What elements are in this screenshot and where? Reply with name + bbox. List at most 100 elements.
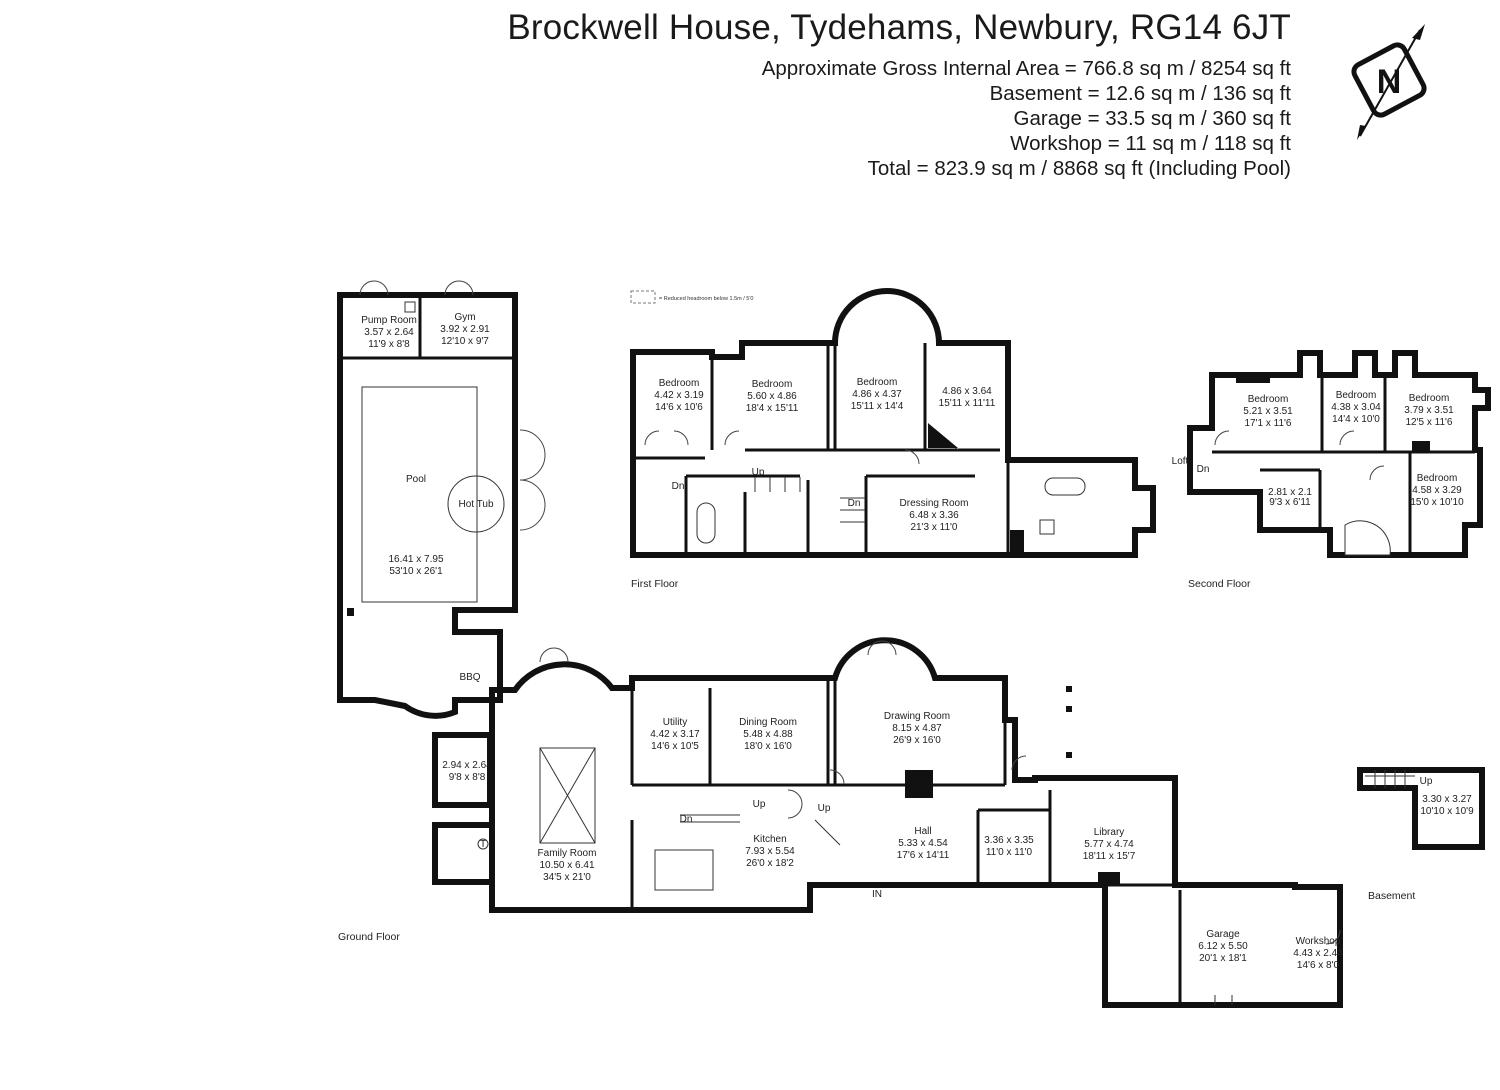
f2-dn-mark: Dn xyxy=(1197,464,1210,475)
gf-up-mark-2: Up xyxy=(818,803,831,814)
svg-text:14'4 x 10'0: 14'4 x 10'0 xyxy=(1332,414,1380,425)
pool-name: Pool xyxy=(406,474,426,485)
f2-bedroom-3-imperial: 12'5 x 11'6 xyxy=(1405,417,1452,428)
kitchen-metric: 7.93 x 5.54 xyxy=(745,846,795,857)
svg-text:16.41 x 7.95: 16.41 x 7.95 xyxy=(388,554,443,565)
f1-bedroom-2-imperial: 18'4 x 15'11 xyxy=(746,403,799,414)
svg-text:Bedroom: Bedroom xyxy=(1248,394,1289,405)
svg-text:Bedroom: Bedroom xyxy=(857,377,898,388)
svg-text:5.33 x 4.54: 5.33 x 4.54 xyxy=(898,838,948,849)
drawing-room-imperial: 26'9 x 16'0 xyxy=(893,735,941,746)
svg-text:8.15 x 4.87: 8.15 x 4.87 xyxy=(892,723,942,734)
f2-bedroom-3-metric: 3.79 x 3.51 xyxy=(1404,405,1454,416)
second-floor-label: Second Floor xyxy=(1188,578,1251,590)
f1-bedroom-3-imperial: 15'11 x 14'4 xyxy=(851,401,904,412)
svg-text:18'4 x 15'11: 18'4 x 15'11 xyxy=(746,403,799,414)
svg-text:10.50 x 6.41: 10.50 x 6.41 xyxy=(539,860,594,871)
first-floor-label: First Floor xyxy=(631,578,679,590)
f1-bedroom-1-metric: 4.42 x 3.19 xyxy=(654,390,704,401)
f2-bedroom-1-metric: 5.21 x 3.51 xyxy=(1243,406,1293,417)
svg-text:14'6 x 10'6: 14'6 x 10'6 xyxy=(655,402,703,413)
gf-up-mark-1: Up xyxy=(753,799,766,810)
svg-text:Garage: Garage xyxy=(1206,929,1240,940)
svg-text:10'10 x 10'9: 10'10 x 10'9 xyxy=(1420,806,1474,817)
f2-bedroom-1-name: Bedroom xyxy=(1248,394,1289,405)
svg-text:5.48 x 4.88: 5.48 x 4.88 xyxy=(743,729,793,740)
library-imperial: 18'11 x 15'7 xyxy=(1083,851,1136,862)
gym-metric: 3.92 x 2.91 xyxy=(440,324,490,335)
ground-floor-label: Ground Floor xyxy=(338,931,400,943)
garage-imperial: 20'1 x 18'1 xyxy=(1199,953,1247,964)
svg-text:3.79 x 3.51: 3.79 x 3.51 xyxy=(1404,405,1454,416)
workshop-metric: 4.43 x 2.44 xyxy=(1293,948,1343,959)
svg-text:34'5 x 21'0: 34'5 x 21'0 xyxy=(543,872,591,883)
small-room-metric: 2.94 x 2.64 xyxy=(442,760,492,771)
headroom-legend: = Reduced headroom below 1.5m / 5'0 xyxy=(630,290,753,304)
svg-text:3.36 x 3.35: 3.36 x 3.35 xyxy=(984,835,1034,846)
dining-room-imperial: 18'0 x 16'0 xyxy=(744,741,792,752)
svg-text:2.81 x 2.1: 2.81 x 2.1 xyxy=(1268,487,1312,498)
svg-text:4.43 x 2.44: 4.43 x 2.44 xyxy=(1293,948,1343,959)
f1-up-mark: Up xyxy=(752,467,765,478)
compass-letter: N xyxy=(1377,63,1402,101)
basement-room-imperial: 10'10 x 10'9 xyxy=(1420,806,1474,817)
hall-metric: 5.33 x 4.54 xyxy=(898,838,948,849)
utility-metric: 4.42 x 3.17 xyxy=(650,729,700,740)
svg-text:9'3 x 6'11: 9'3 x 6'11 xyxy=(1269,497,1311,508)
svg-text:Utility: Utility xyxy=(663,717,687,728)
loft-mark: Loft xyxy=(1172,456,1189,467)
pump-room-metric: 3.57 x 2.64 xyxy=(364,327,414,338)
svg-text:5.21 x 3.51: 5.21 x 3.51 xyxy=(1243,406,1293,417)
svg-text:Kitchen: Kitchen xyxy=(753,834,786,845)
svg-text:9'8 x 8'8: 9'8 x 8'8 xyxy=(449,772,486,783)
bbq-label: BBQ xyxy=(459,672,480,683)
svg-text:3.92 x 2.91: 3.92 x 2.91 xyxy=(440,324,490,335)
tank-mark: T xyxy=(480,839,486,850)
f2-bedroom-3-name: Bedroom xyxy=(1409,393,1450,404)
f1-room-4-metric: 4.86 x 3.64 xyxy=(942,386,992,397)
family-room-name: Family Room xyxy=(538,848,597,859)
svg-text:4.38 x 3.04: 4.38 x 3.04 xyxy=(1331,402,1381,413)
svg-text:5.77 x 4.74: 5.77 x 4.74 xyxy=(1084,839,1134,850)
library-metric: 5.77 x 4.74 xyxy=(1084,839,1134,850)
svg-text:15'0 x 10'10: 15'0 x 10'10 xyxy=(1410,497,1464,508)
svg-text:15'11 x 14'4: 15'11 x 14'4 xyxy=(851,401,904,412)
svg-text:Dining Room: Dining Room xyxy=(739,717,797,728)
svg-text:Drawing Room: Drawing Room xyxy=(884,711,950,722)
legend-text: = Reduced headroom below 1.5m / 5'0 xyxy=(659,296,753,302)
dressing-room-name: Dressing Room xyxy=(900,498,969,509)
f1-dn-mark-1: Dn xyxy=(672,481,685,492)
north-compass-icon: N xyxy=(1351,24,1427,140)
hall-imperial: 17'6 x 14'11 xyxy=(897,850,950,861)
svg-text:18'11 x 15'7: 18'11 x 15'7 xyxy=(1083,851,1136,862)
gross-area-line: Approximate Gross Internal Area = 766.8 … xyxy=(761,57,1291,80)
gf-dn-mark: Dn xyxy=(680,814,693,825)
dining-room-name: Dining Room xyxy=(739,717,797,728)
f2-bedroom-4-imperial: 15'0 x 10'10 xyxy=(1410,497,1464,508)
pool-metric: 16.41 x 7.95 xyxy=(388,554,443,565)
svg-text:20'1 x 18'1: 20'1 x 18'1 xyxy=(1199,953,1247,964)
svg-text:26'9 x 16'0: 26'9 x 16'0 xyxy=(893,735,941,746)
f2-bedroom-2-metric: 4.38 x 3.04 xyxy=(1331,402,1381,413)
library-name: Library xyxy=(1094,827,1125,838)
total-area-line: Total = 823.9 sq m / 8868 sq ft (Includi… xyxy=(867,157,1291,180)
basement-room-metric: 3.30 x 3.27 xyxy=(1422,794,1472,805)
svg-text:5.60 x 4.86: 5.60 x 4.86 xyxy=(747,391,797,402)
f1-bedroom-1-imperial: 14'6 x 10'6 xyxy=(655,402,703,413)
svg-text:Bedroom: Bedroom xyxy=(659,378,700,389)
svg-text:17'1 x 11'6: 17'1 x 11'6 xyxy=(1244,418,1291,429)
plan-title: Brockwell House, Tydehams, Newbury, RG14… xyxy=(507,8,1291,47)
gym-name: Gym xyxy=(454,312,475,323)
f2-bedroom-4-name: Bedroom xyxy=(1417,473,1458,484)
svg-text:11'9 x 8'8: 11'9 x 8'8 xyxy=(368,339,410,350)
svg-text:Gym: Gym xyxy=(454,312,475,323)
f2-small-imperial: 9'3 x 6'11 xyxy=(1269,497,1311,508)
svg-text:Hot Tub: Hot Tub xyxy=(458,499,493,510)
svg-text:3.30 x 3.27: 3.30 x 3.27 xyxy=(1422,794,1472,805)
svg-text:Family Room: Family Room xyxy=(538,848,597,859)
family-room-metric: 10.50 x 6.41 xyxy=(539,860,594,871)
svg-text:21'3 x 11'0: 21'3 x 11'0 xyxy=(910,522,957,533)
garage-metric: 6.12 x 5.50 xyxy=(1198,941,1248,952)
utility-imperial: 14'6 x 10'5 xyxy=(651,741,699,752)
